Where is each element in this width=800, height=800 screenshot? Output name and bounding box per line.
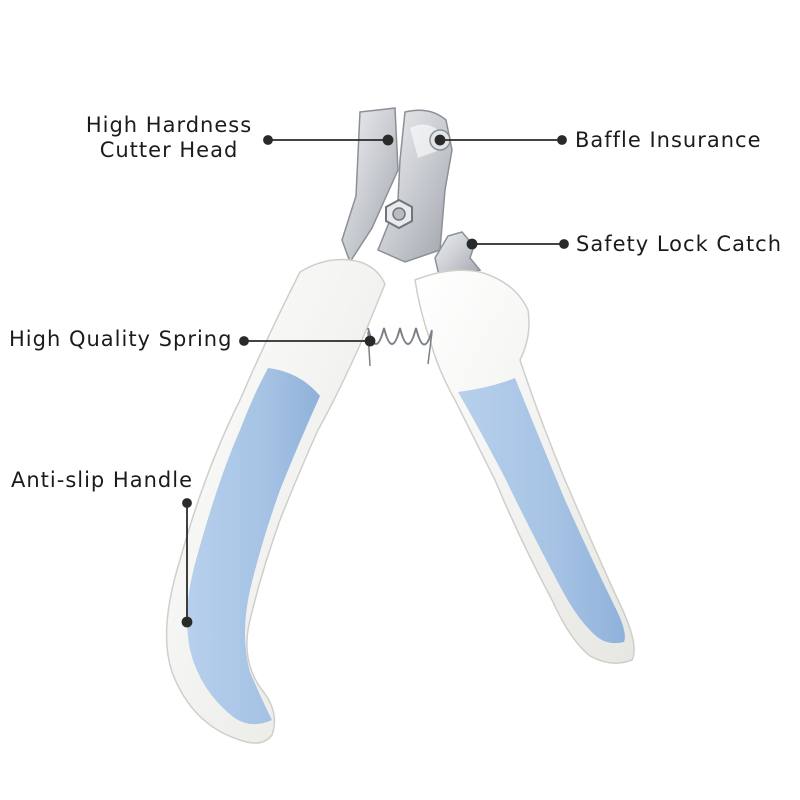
leader-safety-lock	[466, 238, 569, 250]
label-anti-slip-handle: Anti-slip Handle	[11, 468, 193, 492]
label-cutter-head: High Hardness Cutter Head	[58, 113, 280, 163]
leader-baffle	[434, 134, 567, 146]
label-baffle-insurance: Baffle Insurance	[575, 128, 762, 152]
hex-bolt-icon	[385, 198, 413, 230]
label-safety-lock-catch: Safety Lock Catch	[576, 232, 783, 256]
right-handle-grip	[458, 378, 625, 644]
leader-handle	[181, 498, 193, 628]
leader-spring	[239, 335, 376, 347]
label-high-quality-spring: High Quality Spring	[9, 327, 233, 351]
right-handle	[414, 269, 635, 664]
leader-lines	[181, 134, 569, 628]
left-handle-grip	[187, 368, 320, 725]
label-cutter-head-line1: High Hardness	[85, 113, 253, 137]
label-cutter-head-line2: Cutter Head	[99, 138, 239, 162]
coil-spring-icon	[367, 327, 433, 367]
leader-cutter-head	[263, 134, 394, 146]
left-handle	[165, 258, 386, 744]
